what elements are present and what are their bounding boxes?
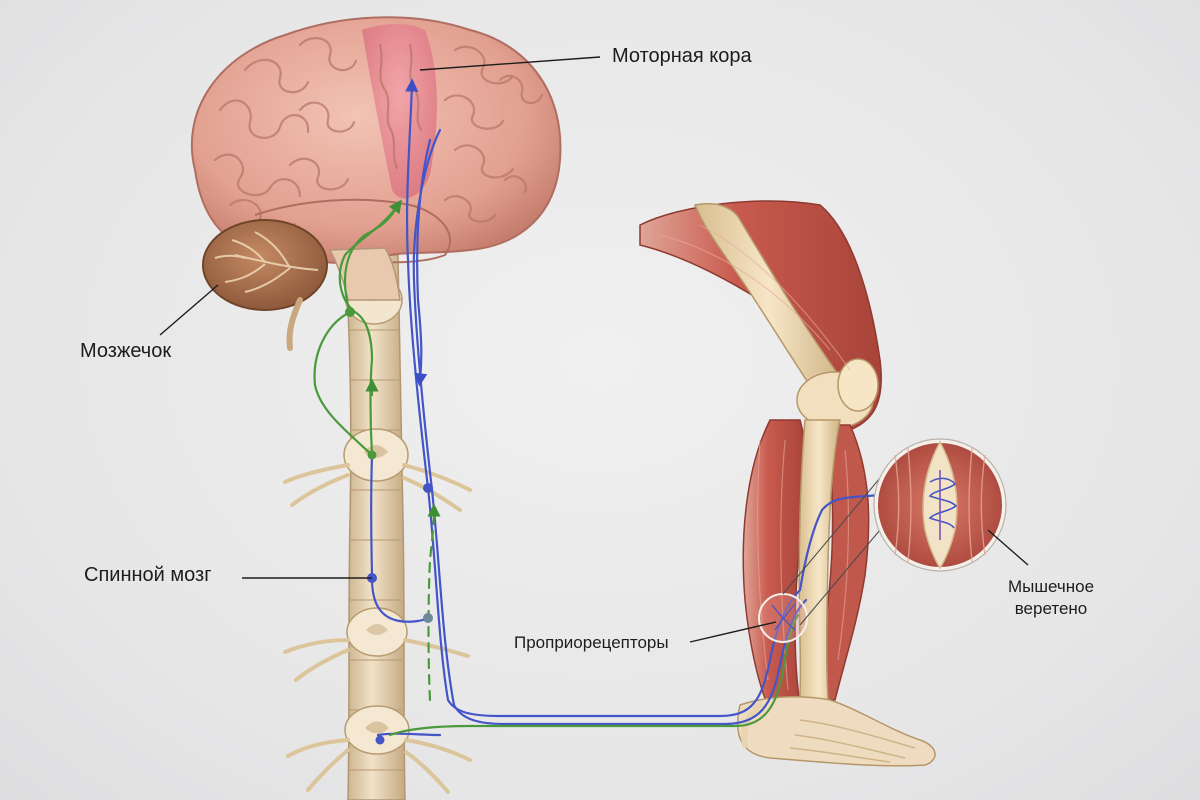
muscle-spindle-label: Мышечное веретено [986,576,1116,620]
motor-pathways [370,78,882,737]
proprioceptor-marker [758,593,808,643]
spinal-cord [283,254,472,800]
nerve-roots [283,463,472,794]
neuron-nodes [345,307,433,745]
brain [190,16,562,264]
spinal-cord-label: Спинной мозг [84,564,212,586]
muscle-spindle-inset [782,438,1029,626]
leg [639,200,936,767]
motor-cortex-label: Моторная кора [612,45,752,67]
proprioceptors-label: Проприорецепторы [514,633,669,652]
cerebellum-label: Мозжечок [80,340,172,362]
leader-lines [159,56,777,643]
muscle-spindle-label-line1: Мышечное [1007,577,1095,596]
sensory-pathways [313,199,800,737]
muscle-spindle-label-line2: веретено [1014,599,1088,618]
